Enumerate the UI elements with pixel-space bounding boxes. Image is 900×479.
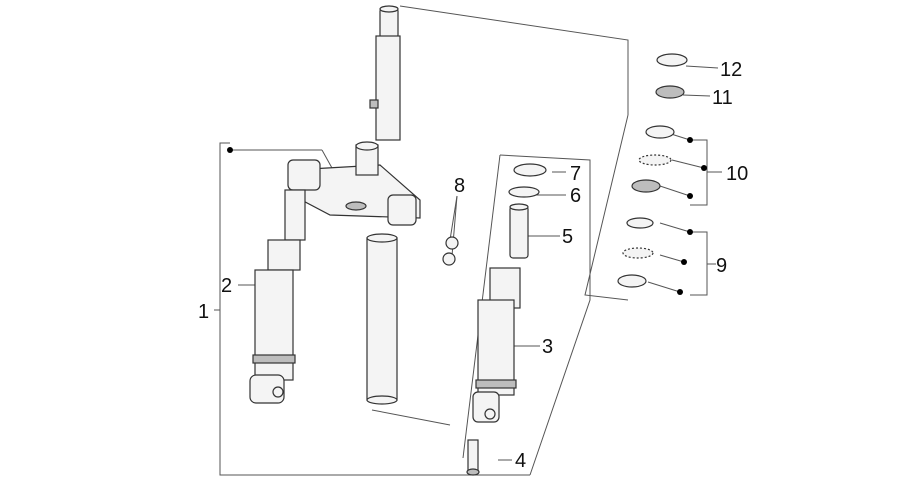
bracket-lines [219,5,722,476]
callout-labels: 1 2 3 4 5 6 7 8 9 10 11 12 [198,59,748,472]
callout-12: 12 [720,59,742,81]
callout-10: 10 [726,163,748,185]
fork-tube [366,233,398,405]
callout-11: 11 [712,87,733,109]
screw [466,439,480,476]
callout-6: 6 [570,185,581,207]
callout-3: 3 [542,336,553,358]
fork-leg-right [472,267,521,423]
callout-4: 4 [515,450,526,472]
callout-5: 5 [562,226,573,248]
triple-clamp [287,141,421,226]
callout-2: 2 [221,275,232,297]
leader-lines [214,65,719,461]
rings-6-7 [508,163,547,198]
reference-dots [227,137,707,295]
bearing-stack [617,53,688,288]
callout-8: 8 [454,175,465,197]
callout-9: 9 [716,255,727,277]
bolts [442,236,459,266]
callout-7: 7 [570,163,581,185]
callout-1: 1 [198,301,209,323]
steering-stem [369,5,401,141]
fork-leg-left [249,189,306,404]
spring-sleeve [509,203,529,259]
